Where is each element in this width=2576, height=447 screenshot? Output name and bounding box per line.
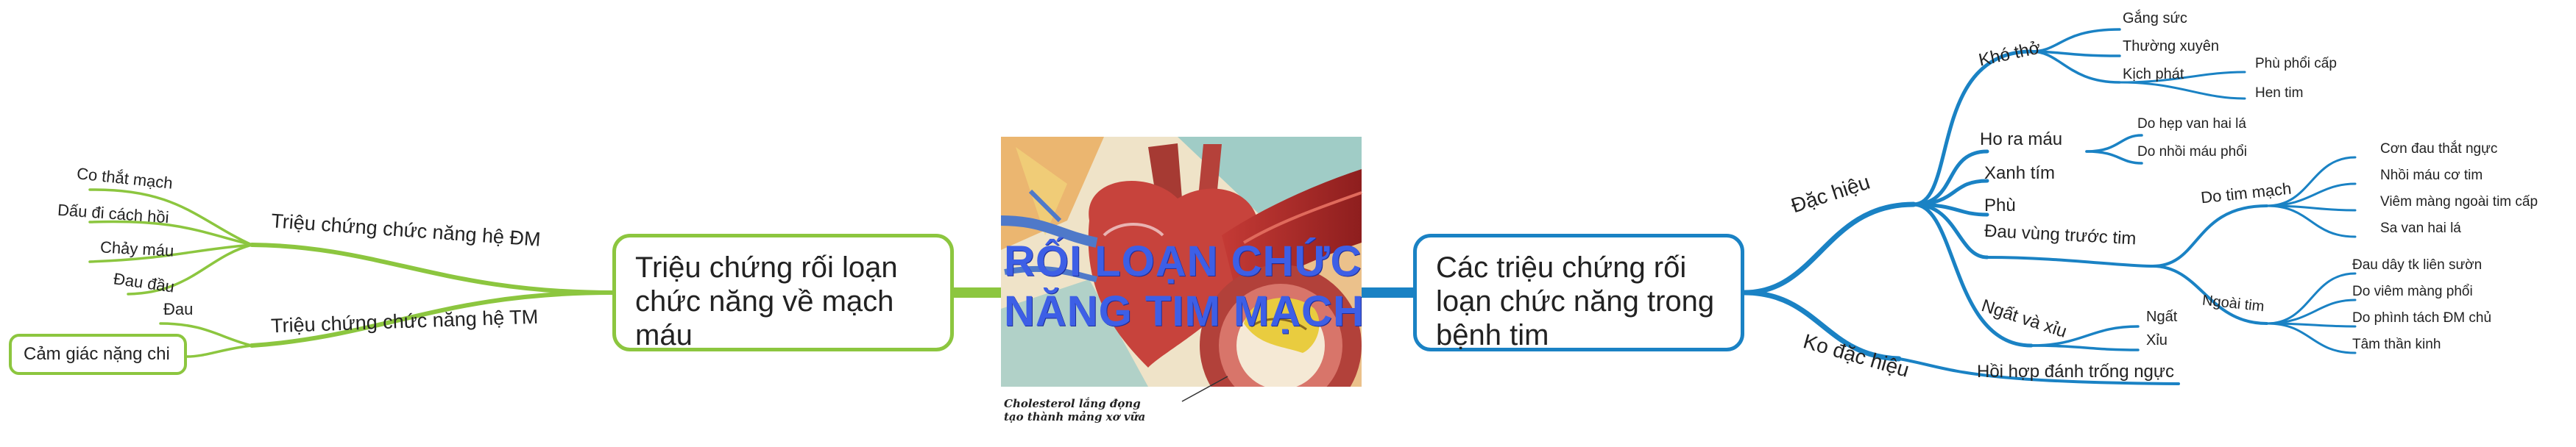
heart-illustration	[1000, 137, 1362, 447]
leaf-gang-suc[interactable]: Gắng sức	[2123, 10, 2187, 26]
leaf-do-hep-van-hai-la[interactable]: Do hẹp van hai lá	[2137, 116, 2246, 132]
leaf-tam-than-kinh[interactable]: Tâm thần kinh	[2352, 337, 2441, 352]
caption-line-2: tạo thành mảng xơ vữa	[1004, 410, 1146, 423]
leaf-cam-giac-nang-chi[interactable]: Cảm giác nặng chi	[9, 334, 187, 375]
node-ho-ra-mau[interactable]: Ho ra máu	[1980, 129, 2063, 149]
left-connectors	[88, 188, 1006, 358]
illustration-caption: Cholesterol lắng đọng tạo thành mảng xơ …	[1004, 397, 1145, 423]
leaf-nhoi-mau-co-tim[interactable]: Nhồi máu cơ tim	[2380, 168, 2483, 183]
node-phu[interactable]: Phù	[1984, 196, 2016, 215]
leaf-do-phinh-tach-dm-chu[interactable]: Do phình tách ĐM chủ	[2352, 310, 2492, 326]
leaf-sa-van-hai-la[interactable]: Sa van hai lá	[2380, 221, 2461, 236]
leaf-con-dau-that-nguc[interactable]: Cơn đau thắt ngực	[2380, 141, 2498, 157]
leaf-phu-phoi-cap[interactable]: Phù phổi cấp	[2255, 56, 2337, 71]
leaf-dau[interactable]: Đau	[163, 300, 194, 318]
leaf-ngat[interactable]: Ngất	[2146, 309, 2178, 325]
right-connectors	[1356, 28, 2357, 385]
leaf-xiu[interactable]: Xỉu	[2146, 332, 2168, 348]
central-topic-title[interactable]: RỐI LOẠN CHỨC NĂNG TIM MẠCH	[1004, 237, 1365, 335]
leaf-kich-phat[interactable]: Kịch phát	[2123, 66, 2184, 82]
left-main-topic[interactable]: Triệu chứng rối loạn chức năng về mạch m…	[612, 234, 954, 351]
right-main-topic[interactable]: Các triệu chứng rối loạn chức năng trong…	[1413, 234, 1744, 351]
caption-line-1: Cholesterol lắng đọng	[1004, 397, 1141, 410]
leaf-thuong-xuyen[interactable]: Thường xuyên	[2123, 38, 2220, 54]
leaf-do-nhoi-mau-phoi[interactable]: Do nhồi máu phổi	[2137, 144, 2247, 160]
leaf-hoi-hop-danh-trong-nguc[interactable]: Hồi hợp đánh trống ngực	[1977, 362, 2174, 382]
leaf-chay-mau[interactable]: Chảy máu	[99, 237, 174, 260]
node-xanh-tim[interactable]: Xanh tím	[1984, 163, 2056, 183]
leaf-hen-tim[interactable]: Hen tim	[2255, 85, 2304, 101]
leaf-do-viem-mang-phoi[interactable]: Do viêm màng phổi	[2352, 284, 2473, 299]
leaf-dau-day-tk-lien-suon[interactable]: Đau dây tk liên sườn	[2352, 257, 2483, 273]
leaf-viem-mang-ngoai-tim-cap[interactable]: Viêm màng ngoài tim cấp	[2380, 194, 2538, 210]
